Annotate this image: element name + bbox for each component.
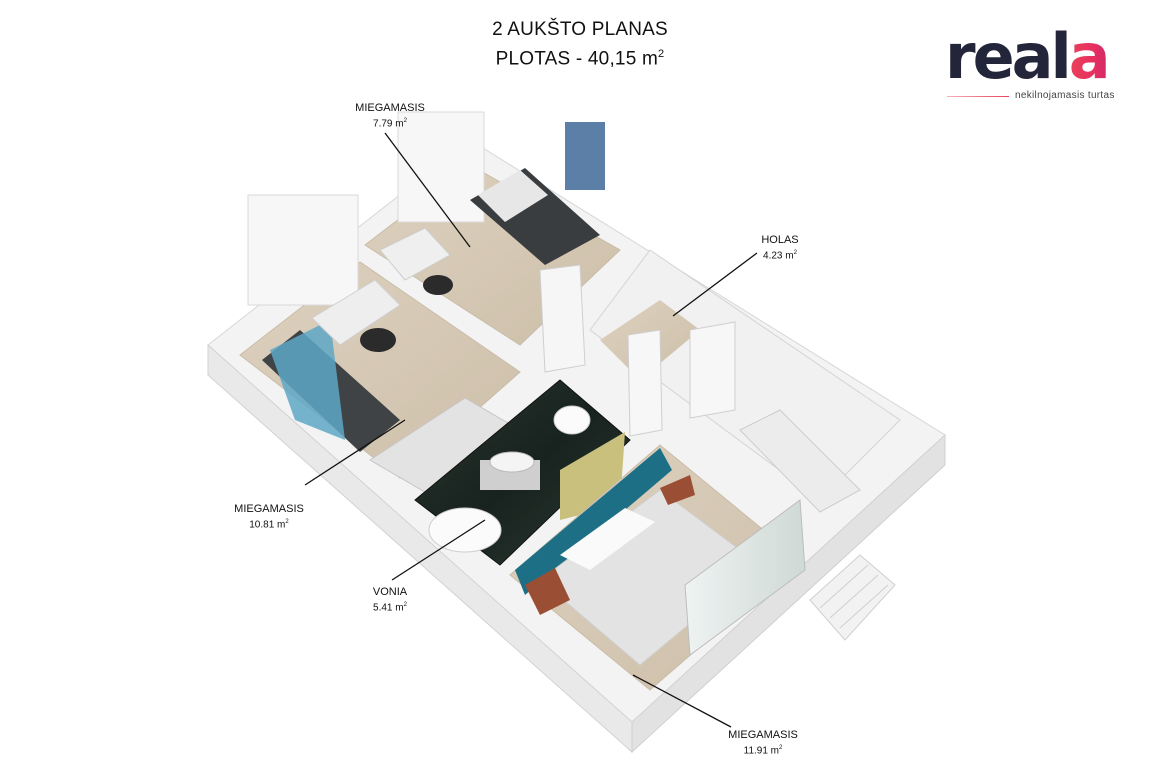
plan-area-text: PLOTAS - 40,15 m bbox=[495, 48, 658, 70]
reala-logo: reala nekilnojamasis turtas bbox=[945, 24, 1125, 104]
nightstand-left bbox=[525, 568, 570, 615]
chair-small bbox=[423, 275, 453, 295]
room-name: MIEGAMASIS bbox=[728, 729, 798, 741]
room-area: 5.41 m2 bbox=[345, 599, 435, 614]
sink bbox=[489, 451, 535, 473]
room-holas bbox=[589, 249, 901, 513]
room-name: MIEGAMASIS bbox=[355, 102, 425, 114]
room-name: MIEGAMASIS bbox=[234, 503, 304, 515]
bed-main-pillows bbox=[560, 508, 655, 570]
room-area-sup: 2 bbox=[793, 250, 797, 256]
bed-small-pillows bbox=[478, 170, 548, 222]
plan-title-line1: 2 AUKŠTO PLANAS bbox=[492, 19, 668, 40]
label-miegamasis-small: MIEGAMASIS 7.79 m2 bbox=[335, 102, 445, 130]
door-hall-2 bbox=[689, 321, 736, 419]
room-area-sup: 2 bbox=[403, 602, 407, 608]
chair-left bbox=[360, 328, 396, 352]
window-left bbox=[247, 194, 359, 306]
label-miegamasis-main: MIEGAMASIS 11.91 m2 bbox=[708, 729, 818, 757]
leader-holas bbox=[672, 252, 758, 317]
label-leaders bbox=[304, 132, 758, 728]
toilet bbox=[553, 405, 591, 435]
room-area-value: 5.41 m bbox=[373, 602, 404, 614]
logo-wordmark: reala bbox=[945, 24, 1111, 90]
room-bedroom-main bbox=[509, 444, 806, 691]
room-name: VONIA bbox=[372, 586, 408, 598]
plan-area-sup: 2 bbox=[657, 48, 665, 60]
plan-title-line2: PLOTAS - 40,15 m2 bbox=[430, 42, 730, 71]
room-area-sup: 2 bbox=[285, 519, 289, 525]
label-holas: HOLAS 4.23 m2 bbox=[735, 234, 825, 262]
room-area-value: 4.23 m bbox=[763, 250, 794, 262]
leader-vonia bbox=[391, 519, 486, 581]
desk-small bbox=[379, 227, 451, 281]
logo-word-accent: a bbox=[1068, 20, 1111, 93]
wall-art-left bbox=[270, 320, 345, 440]
plan-title: 2 AUKŠTO PLANAS PLOTAS - 40,15 m2 bbox=[430, 18, 730, 71]
nightstand-right bbox=[660, 475, 695, 505]
label-miegamasis-left: MIEGAMASIS 10.81 m2 bbox=[214, 503, 324, 531]
leader-miegamasis-left bbox=[304, 419, 406, 486]
room-bedroom-small bbox=[364, 111, 621, 373]
door-hall bbox=[627, 329, 663, 437]
wall-art-small bbox=[565, 122, 605, 190]
logo-tagline: nekilnojamasis turtas bbox=[1015, 90, 1115, 101]
room-area-sup: 2 bbox=[403, 118, 407, 124]
room-area-value: 11.91 m bbox=[743, 745, 780, 757]
leader-miegamasis-small bbox=[384, 132, 471, 248]
room-area-sup: 2 bbox=[779, 745, 783, 751]
room-name: HOLAS bbox=[761, 234, 799, 246]
stairs bbox=[809, 554, 896, 641]
leader-miegamasis-main bbox=[632, 674, 732, 728]
door-small bbox=[539, 264, 586, 373]
room-area-value: 10.81 m bbox=[249, 519, 286, 531]
room-area: 11.91 m2 bbox=[708, 742, 818, 757]
room-area-value: 7.79 m bbox=[373, 118, 404, 130]
logo-word-main: real bbox=[945, 20, 1072, 93]
room-area: 7.79 m2 bbox=[335, 115, 445, 130]
room-area: 4.23 m2 bbox=[735, 247, 825, 262]
logo-divider bbox=[947, 96, 1009, 97]
label-vonia: VONIA 5.41 m2 bbox=[345, 586, 435, 614]
bathtub bbox=[428, 507, 502, 553]
headboard bbox=[515, 448, 672, 595]
wardrobe-main bbox=[739, 409, 861, 513]
window-small bbox=[397, 111, 485, 223]
desk-left bbox=[311, 279, 401, 346]
room-bedroom-left bbox=[239, 194, 521, 496]
room-area: 10.81 m2 bbox=[214, 516, 324, 531]
glass-partition bbox=[684, 499, 806, 656]
